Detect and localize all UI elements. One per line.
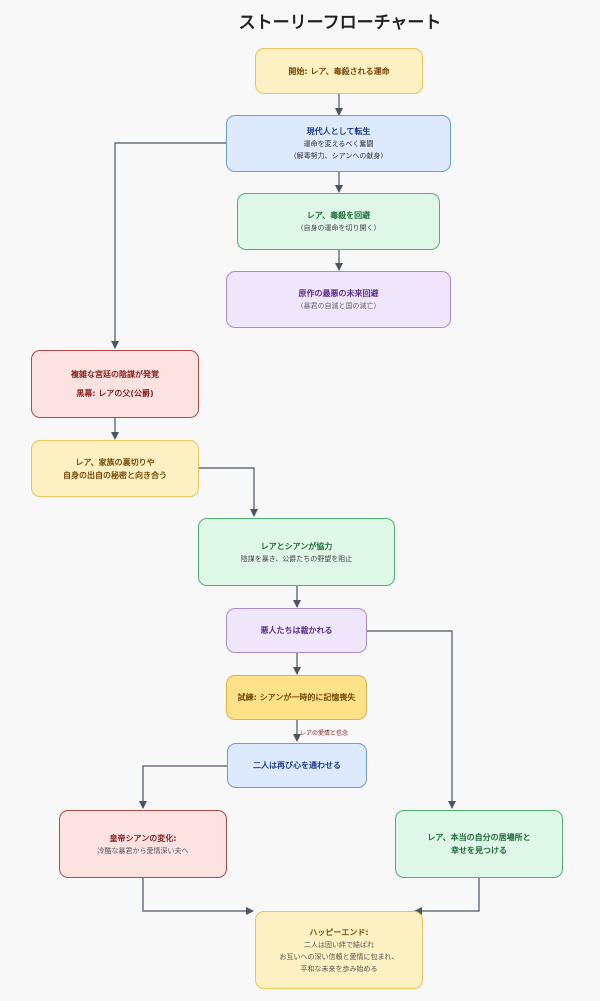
node-find-place: レア、本当の自分の居場所と 幸せを見つける xyxy=(395,810,563,878)
node-cooperate: レアとシアンが協力 陰謀を暴き、公爵たちの野望を阻止 xyxy=(198,518,395,586)
node-avoid-future: 原作の最悪の未来回避 (暴君の自滅と国の滅亡) xyxy=(226,271,451,328)
chart-title: ストーリーフローチャート xyxy=(238,13,442,33)
node-find-place-title: レア、本当の自分の居場所と xyxy=(427,833,531,842)
edge-find-place-happy-end xyxy=(414,878,480,915)
node-reconnect: 二人は再び心を通わせる xyxy=(227,743,367,788)
node-start: 開始: レア、毒殺される運命 xyxy=(255,48,423,94)
node-start-title: 開始: レア、毒殺される運命 xyxy=(288,66,390,76)
node-happy-end: ハッピーエンド: 二人は固い絆で結ばれ お互いへの深い信頼と愛情に包まれ、 平和… xyxy=(255,911,423,989)
node-avoid-poison-sub1: (自身の運命を切り開く) xyxy=(300,224,377,232)
node-happy-end-title: ハッピーエンド: xyxy=(309,927,369,937)
node-betrayal-title2: 自身の出自の秘密と向き合う xyxy=(63,470,167,480)
edge-label-trial-reconnect: レアの愛情と信念 xyxy=(300,730,349,737)
edge-betrayal-cooperate xyxy=(198,467,258,517)
node-conspiracy-title: 複雑な宮廷の陰謀が発覚 xyxy=(71,370,159,379)
node-conspiracy: 複雑な宮廷の陰謀が発覚 黒幕: レアの父(公爵) xyxy=(31,350,199,418)
node-avoid-future-title: 原作の最悪の未来回避 xyxy=(298,289,379,298)
node-emperor: 皇帝シアンの変化: 冷酷な暴君から愛情深い夫へ xyxy=(59,810,227,878)
node-happy-end-sub1: 二人は固い絆で結ばれ xyxy=(304,940,374,949)
node-trial-title: 試練: シアンが一時的に記憶喪失 xyxy=(237,693,356,702)
node-avoid-future-sub1: (暴君の自滅と国の滅亡) xyxy=(300,302,377,310)
node-reincarnate-sub2: (解毒努力、シアンへの献身) xyxy=(293,152,384,160)
node-reincarnate-sub1: 運命を変えるべく奮闘 xyxy=(303,140,374,148)
node-avoid-poison: レア、毒殺を回避 (自身の運命を切り開く) xyxy=(237,193,440,250)
node-cooperate-sub1: 陰謀を暴き、公爵たちの野望を阻止 xyxy=(240,554,353,563)
node-avoid-poison-title: レア、毒殺を回避 xyxy=(306,211,371,220)
node-happy-end-sub3: 平和な未来を歩み始める xyxy=(300,964,378,973)
node-cooperate-title: レアとシアンが協力 xyxy=(260,541,333,551)
edge-emperor-happy-end xyxy=(142,878,254,915)
node-emperor-title: 皇帝シアンの変化: xyxy=(109,833,177,843)
node-judged-title: 悪人たちは裁かれる xyxy=(260,626,333,635)
node-reincarnate-title: 現代人として転生 xyxy=(306,127,371,136)
node-happy-end-sub2: お互いへの深い信頼と愛情に包まれ、 xyxy=(279,952,399,961)
node-betrayal-title: レア、家族の裏切りや xyxy=(75,457,155,467)
node-conspiracy-title2: 黒幕: レアの父(公爵) xyxy=(76,389,154,398)
node-betrayal: レア、家族の裏切りや 自身の出自の秘密と向き合う xyxy=(31,440,199,497)
edge-reconnect-emperor xyxy=(139,765,227,809)
node-emperor-sub1: 冷酷な暴君から愛情深い夫へ xyxy=(97,846,189,855)
node-judged: 悪人たちは裁かれる xyxy=(226,608,367,653)
edge-reincarnate-conspiracy xyxy=(111,142,280,349)
node-reincarnate: 現代人として転生 運命を変えるべく奮闘 (解毒努力、シアンへの献身) xyxy=(226,115,451,172)
node-trial: 試練: シアンが一時的に記憶喪失 xyxy=(226,675,367,720)
node-find-place-title2: 幸せを見つける xyxy=(451,846,507,855)
edge-judged-find-place xyxy=(367,630,456,809)
node-reconnect-title: 二人は再び心を通わせる xyxy=(253,761,341,770)
